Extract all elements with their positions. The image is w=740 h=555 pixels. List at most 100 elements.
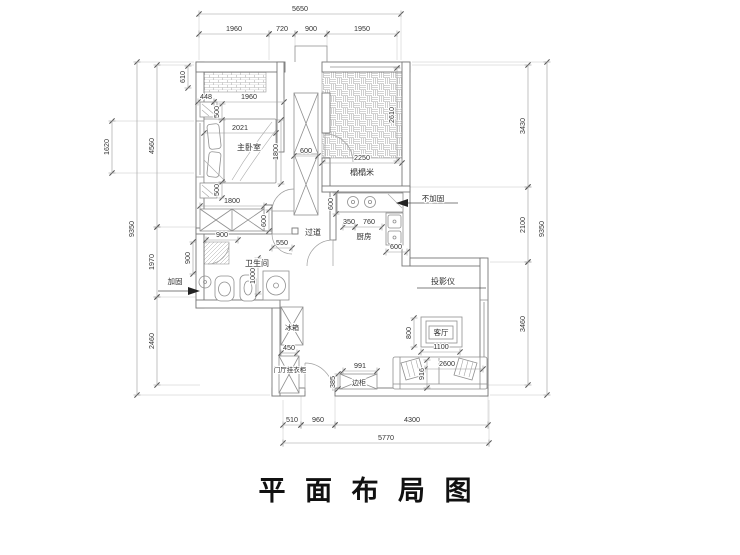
dimension: 9350 bbox=[536, 59, 551, 398]
dimension: 600 bbox=[325, 190, 340, 217]
dimension-label: 5770 bbox=[378, 433, 394, 442]
dimension-label: 2250 bbox=[354, 153, 370, 162]
dimension: 1800 bbox=[197, 195, 267, 210]
dimension-label: 600 bbox=[259, 215, 268, 227]
dimension: 800 bbox=[403, 315, 418, 350]
kitchen-door bbox=[306, 239, 334, 267]
dimension-label: 720 bbox=[276, 24, 288, 33]
dimension: 916 bbox=[416, 357, 431, 391]
dimension-label: 500 bbox=[212, 184, 221, 196]
dimension-label: 2460 bbox=[147, 333, 156, 349]
dimension-label: 600 bbox=[300, 146, 312, 155]
dimension-label: 600 bbox=[326, 198, 335, 210]
dimension-label: 5650 bbox=[292, 4, 308, 13]
dimension: 2021 bbox=[201, 122, 279, 137]
dimension-label: 350 bbox=[343, 217, 355, 226]
masonry-bulkhead bbox=[201, 71, 267, 93]
wardrobe-column bbox=[293, 92, 319, 216]
dimension-label: 1960 bbox=[241, 92, 257, 101]
room-label: 门厅挂衣柜 bbox=[274, 365, 307, 374]
dimension-label: 1960 bbox=[226, 24, 242, 33]
room-label: 过道 bbox=[305, 227, 321, 237]
room-label: 不加固 bbox=[422, 193, 445, 203]
window-left bbox=[196, 120, 204, 178]
tatami-platform bbox=[321, 71, 403, 159]
dimension: 600 bbox=[258, 207, 273, 234]
bed bbox=[203, 118, 277, 184]
dimension-label: 1970 bbox=[147, 254, 156, 270]
room-label: 冰箱 bbox=[285, 323, 299, 332]
dimension: 991 bbox=[340, 360, 380, 375]
dimension-label: 3460 bbox=[518, 316, 527, 332]
entry-door bbox=[304, 362, 334, 392]
dimension: 5770 bbox=[280, 432, 492, 447]
dimension: 1000 bbox=[247, 255, 262, 297]
dimension-label: 610 bbox=[178, 71, 187, 83]
extension-lines bbox=[112, 18, 547, 447]
annotation-leaders bbox=[158, 199, 486, 295]
dimension-label: 2100 bbox=[518, 217, 527, 233]
dimension-label: 600 bbox=[390, 242, 402, 251]
dimension: 1960 bbox=[196, 23, 272, 38]
fridge bbox=[280, 306, 304, 346]
dimension-label: 4300 bbox=[404, 415, 420, 424]
dimension-label: 550 bbox=[276, 238, 288, 247]
room-label: 加固 bbox=[168, 276, 183, 286]
dimension-label: 960 bbox=[312, 415, 324, 424]
dimension: 760 bbox=[352, 216, 385, 231]
dimension: 385 bbox=[327, 371, 342, 392]
dimension-label: 900 bbox=[216, 230, 228, 239]
dimension: 4300 bbox=[332, 414, 491, 429]
dimension-label: 900 bbox=[183, 252, 192, 264]
dimension: 2250 bbox=[319, 152, 405, 167]
tatami-room-door bbox=[324, 133, 354, 163]
dimension-label: 900 bbox=[305, 24, 317, 33]
coffee-table bbox=[420, 316, 463, 348]
dimension-label: 1800 bbox=[271, 144, 280, 160]
dimension-label: 1000 bbox=[248, 268, 257, 284]
dimension-label: 9350 bbox=[537, 221, 546, 237]
room-label: 投影仪 bbox=[431, 276, 455, 286]
dimension: 900 bbox=[292, 23, 330, 38]
dimension: 2100 bbox=[517, 184, 532, 265]
dimension: 2610 bbox=[386, 65, 401, 164]
no-reinforce-arrow-icon bbox=[396, 199, 408, 207]
dimension-label: 448 bbox=[200, 92, 212, 101]
room-label: 榻榻米 bbox=[350, 167, 374, 177]
dimension: 5650 bbox=[196, 3, 404, 18]
dimension: 500 bbox=[211, 179, 226, 201]
dimension: 1100 bbox=[418, 341, 463, 356]
dimension: 600 bbox=[291, 145, 321, 160]
dimension-label: 1100 bbox=[433, 342, 448, 351]
dimension: 1800 bbox=[270, 117, 285, 187]
toilet bbox=[214, 275, 235, 302]
dimension-label: 9350 bbox=[127, 221, 136, 237]
bedroom-door bbox=[271, 188, 295, 212]
dimension: 500 bbox=[211, 101, 226, 123]
dimension-label: 385 bbox=[328, 376, 337, 388]
dimension-label: 510 bbox=[286, 415, 298, 424]
hatch-areas bbox=[201, 71, 403, 265]
dimension: 900 bbox=[182, 239, 197, 277]
dimension-label: 916 bbox=[417, 368, 426, 380]
plan-title: 平 面 布 局 图 bbox=[258, 476, 477, 506]
bathroom-fixtures bbox=[198, 242, 290, 302]
dimension: 3430 bbox=[517, 62, 532, 190]
dimension: 1950 bbox=[324, 23, 400, 38]
shower-door-arc bbox=[207, 242, 230, 265]
room-label: 客厅 bbox=[434, 327, 449, 337]
washbasin bbox=[198, 275, 212, 289]
reinforce-arrow-icon bbox=[188, 287, 200, 295]
dimension: 960 bbox=[298, 414, 338, 429]
roof-shaft-niche bbox=[294, 45, 328, 62]
wardrobe-bedroom bbox=[199, 208, 265, 232]
dimension-label: 800 bbox=[404, 327, 413, 339]
dimension: 1960 bbox=[211, 91, 287, 106]
dimension-label: 3430 bbox=[518, 118, 527, 134]
dimension: 610 bbox=[177, 63, 192, 91]
dimension: 550 bbox=[269, 237, 295, 252]
